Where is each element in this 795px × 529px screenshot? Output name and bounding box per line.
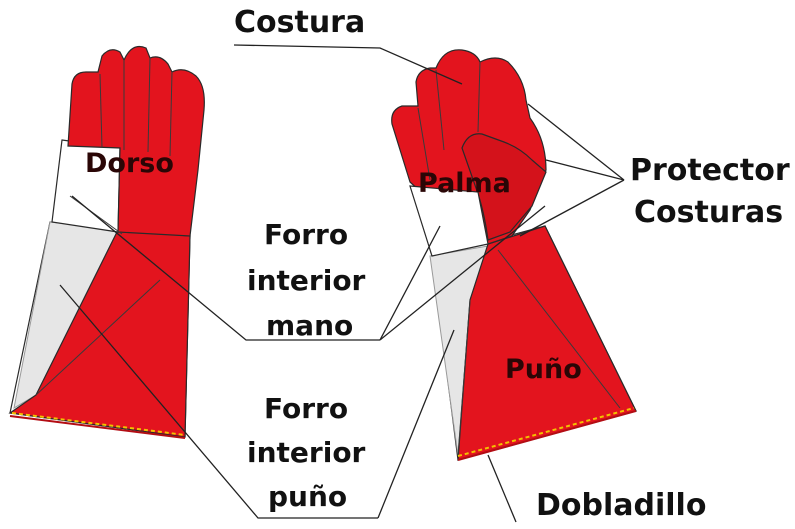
label-protector-line1: Protector: [630, 153, 790, 188]
glove-back-view: [8, 45, 205, 439]
label-forro-mano-line2: interior: [247, 264, 366, 297]
label-forro-puno-line3: puño: [268, 480, 347, 513]
glove-palm-view: [391, 49, 637, 461]
leader-forro-mano-right-1: [379, 225, 441, 341]
leader-costura: [233, 44, 463, 85]
label-forro-mano-line1: Forro: [264, 218, 348, 251]
glove-back-hand: [67, 45, 205, 237]
leader-lines: [59, 44, 625, 523]
label-dorso: Dorso: [85, 148, 174, 179]
label-dobladillo: Dobladillo: [536, 488, 706, 523]
leader-forro-mano-left: [71, 195, 380, 341]
glove-back-finger-seam-4: [169, 71, 173, 157]
glove-back-hem-edge: [9, 415, 186, 439]
glove-back-cuff-seam-1: [35, 279, 161, 396]
glove-palm-finger-seam-2: [477, 61, 481, 133]
label-forro-puno-line1: Forro: [264, 392, 348, 425]
label-forro-mano-line3: mano: [266, 309, 353, 342]
leader-forro-mano-right-2: [379, 205, 546, 341]
leader-forro-puno-right: [377, 329, 455, 519]
label-forro-puno-line2: interior: [247, 436, 366, 469]
leader-dobladillo: [487, 454, 517, 523]
glove-palm-wrist-lining: [409, 185, 489, 257]
glove-palm-finger-seam-1: [435, 69, 445, 151]
glove-palm-thumb: [461, 133, 547, 241]
glove-back-finger-seam-1: [99, 73, 103, 149]
label-costura: Costura: [234, 5, 365, 40]
leader-protector-1: [527, 103, 625, 181]
glove-palm-cuff: [457, 225, 637, 461]
label-palma: Palma: [418, 168, 511, 199]
label-protector-line2: Costuras: [634, 195, 783, 230]
glove-back-hem-stitch: [11, 412, 186, 436]
glove-palm-cuff-seam-1: [457, 299, 471, 456]
glove-palm-cuff-seam-2: [497, 249, 621, 409]
leader-protector-3: [519, 179, 625, 237]
glove-back-finger-seam-3: [147, 57, 151, 153]
glove-palm-finger-seam-3: [417, 107, 431, 181]
glove-palm-hem-stitch: [457, 407, 635, 457]
leader-protector-2: [545, 159, 625, 181]
label-puno: Puño: [505, 354, 582, 385]
leader-forro-puno-left: [59, 284, 378, 519]
glove-palm-hem-edge: [457, 410, 637, 461]
